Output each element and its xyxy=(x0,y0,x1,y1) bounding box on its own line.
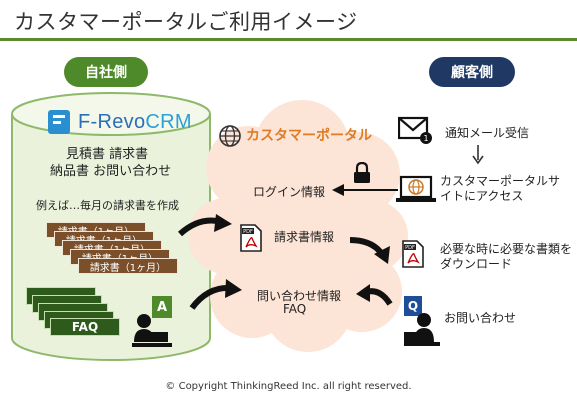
download-arrow xyxy=(349,237,385,256)
download-docs-label-1: 必要な時に必要な書類を xyxy=(440,242,573,256)
documents-line-2: 納品書 お問い合わせ xyxy=(50,164,172,179)
customer-side-badge: 顧客側 xyxy=(429,57,515,87)
portal-access-label-1: カスタマーポータルサ xyxy=(440,174,561,188)
example-caption: 例えば…毎月の請求書を作成 xyxy=(36,199,179,212)
inquiry-label: お問い合わせ xyxy=(444,311,517,325)
pdf-download-icon: PDF xyxy=(402,240,424,268)
pdf-icon: PDF xyxy=(240,224,262,252)
inquiry-info-label: 問い合わせ情報 xyxy=(257,289,342,303)
svg-text:1: 1 xyxy=(423,134,428,143)
mail-received-label: 通知メール受信 xyxy=(445,126,530,140)
staff-person-icon xyxy=(132,314,172,347)
svg-text:PDF: PDF xyxy=(405,245,415,251)
laptop-globe-icon xyxy=(396,175,436,202)
lock-icon xyxy=(354,162,370,183)
company-side-badge: 自社側 xyxy=(64,57,148,87)
f-revo-crm-logo: F-RevoCRM xyxy=(48,110,192,134)
invoice-info-label: 請求書情報 xyxy=(274,230,335,244)
mail-notification-icon: 1 xyxy=(398,116,432,144)
globe-icon xyxy=(219,125,241,147)
invoice-card-front: 請求書（1ヶ月） xyxy=(78,258,178,274)
page-title: カスタマーポータルご利用イメージ xyxy=(14,10,358,34)
answer-badge-icon: A xyxy=(152,296,172,318)
faq-card-front: FAQ xyxy=(50,318,120,336)
faq-label: FAQ xyxy=(283,302,307,316)
brand-suffix: CRM xyxy=(145,110,192,133)
copyright-footer: © Copyright ThinkingReed Inc. all right … xyxy=(165,381,412,392)
f-revo-logo-icon xyxy=(48,110,70,134)
question-badge-icon: Q xyxy=(404,296,422,316)
svg-text:PDF: PDF xyxy=(243,229,253,235)
step-down-arrow xyxy=(472,145,484,165)
portal-access-label-2: イトにアクセス xyxy=(440,189,524,203)
brand-prefix: F-Revo xyxy=(78,110,146,133)
login-info-label: ログイン情報 xyxy=(253,185,326,199)
documents-line-1: 見積書 請求書 xyxy=(66,147,149,162)
title-divider xyxy=(0,38,577,41)
cloud-title: カスタマーポータル xyxy=(246,128,372,144)
customer-person-icon xyxy=(404,313,440,346)
download-docs-label-2: ダウンロード xyxy=(440,257,513,271)
login-arrow xyxy=(332,184,398,196)
